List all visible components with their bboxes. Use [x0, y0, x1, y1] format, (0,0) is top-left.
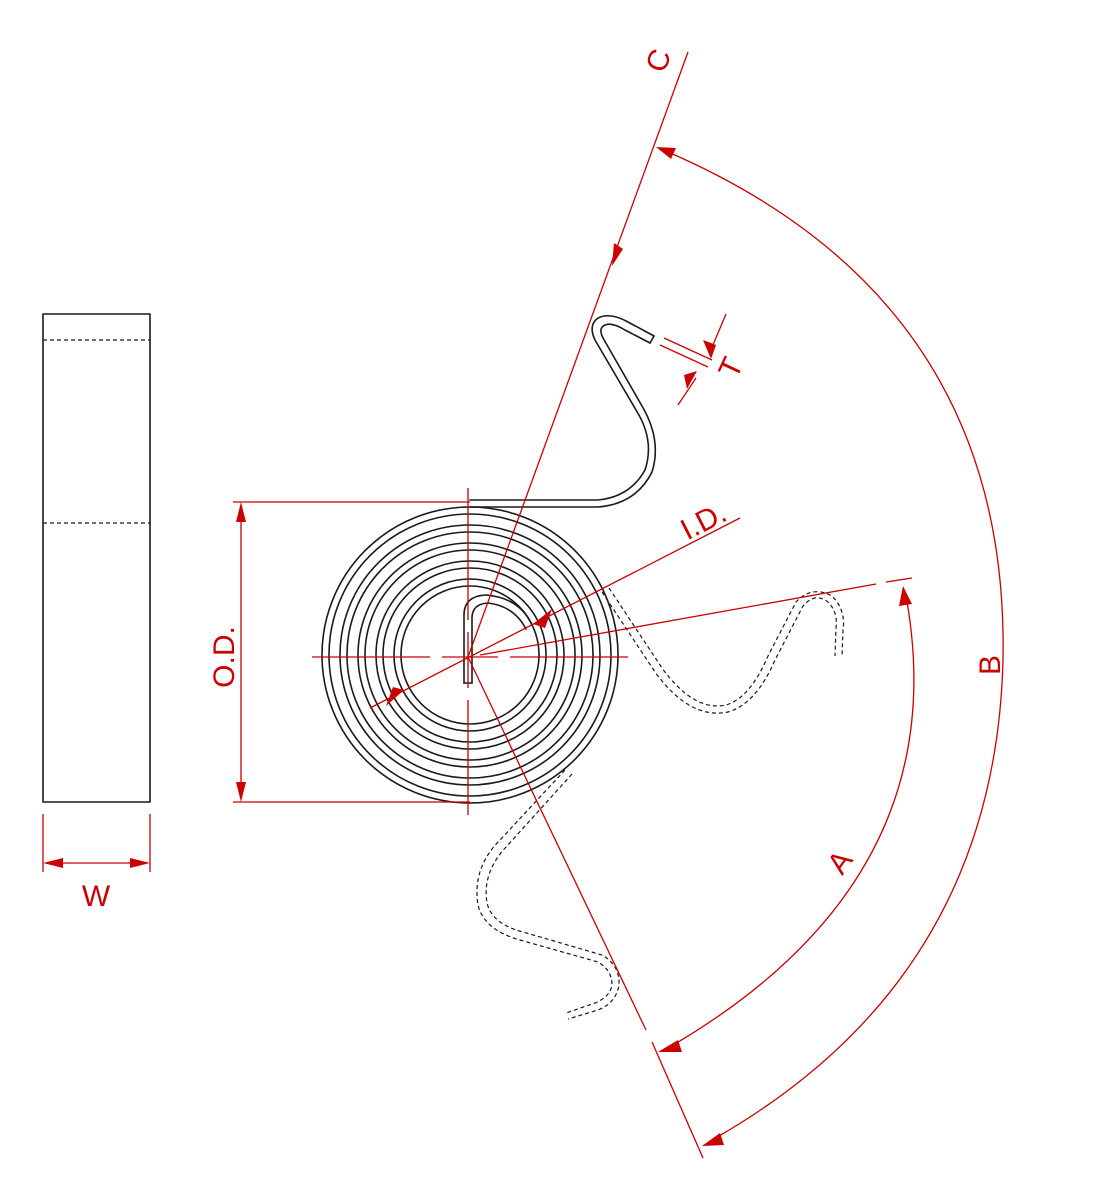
side-view	[42, 313, 151, 803]
c-reference-line	[467, 51, 689, 658]
b-arrow-bottom	[702, 1133, 724, 1146]
t-arrow-top	[703, 340, 716, 359]
t-arrow-bottom	[684, 371, 697, 389]
b-dimension: B	[656, 147, 1007, 1146]
t-extension-a	[663, 337, 713, 361]
coil-turn	[364, 549, 576, 761]
coil-turn-inner	[393, 578, 547, 732]
phantom-tails	[476, 587, 845, 1020]
t-dimension: T	[659, 313, 751, 406]
od-arrow-top	[236, 502, 246, 522]
phantom-tail-a-outer	[601, 591, 837, 714]
coil-turn	[382, 567, 558, 743]
od-dimension: O.D.	[208, 501, 470, 803]
w-label: W	[82, 880, 111, 913]
coil-turn-innermost	[400, 585, 540, 725]
od-label: O.D.	[208, 626, 241, 688]
b-label: B	[974, 655, 1007, 675]
angle-reference-lines	[467, 577, 913, 1159]
w-dimension: W	[42, 814, 151, 913]
coil-turn	[339, 524, 601, 786]
inner-hook-inner	[471, 602, 527, 684]
c-arrow	[612, 243, 623, 266]
phantom-tail-a-inner	[608, 587, 845, 707]
b-arrow-top	[656, 147, 676, 159]
id-arrow-outer	[533, 609, 552, 628]
coil-turn	[357, 542, 583, 768]
w-arrow-right	[130, 858, 150, 868]
t-extension-b	[659, 344, 709, 368]
outer-tail-outer	[469, 314, 655, 501]
t-leader-bottom	[677, 377, 697, 406]
a-arrow-top	[899, 586, 912, 606]
inner-hook-outer	[463, 594, 533, 684]
side-view-outline	[42, 313, 151, 803]
c-label: C	[640, 45, 678, 77]
a-label: A	[821, 845, 859, 881]
coil-turn	[328, 513, 612, 797]
a-arrow-bottom	[658, 1040, 682, 1052]
od-arrow-bottom	[236, 782, 246, 802]
outer-tail-inner	[469, 323, 657, 508]
coil-turn-outer	[321, 506, 619, 804]
coil-turn	[375, 560, 565, 750]
a-arc	[667, 595, 915, 1049]
t-label: T	[713, 353, 751, 384]
spiral-coil	[321, 314, 657, 804]
wound-position-reference-tick	[651, 1041, 704, 1159]
free-position-reference-tick	[885, 577, 913, 583]
id-label: I.D.	[675, 496, 732, 547]
a-dimension: A	[658, 586, 915, 1052]
phantom-tail-b-inner	[485, 773, 620, 1020]
b-arc	[667, 151, 1004, 1141]
free-position-reference-line	[479, 583, 877, 656]
wound-position-reference-line	[467, 656, 647, 1031]
phantom-tail-b-outer	[476, 769, 613, 1014]
coil-turn	[346, 531, 594, 779]
id-leader-line	[369, 517, 741, 709]
outer-tail-end	[649, 335, 655, 344]
id-arrow-inner	[386, 687, 404, 706]
w-arrow-left	[43, 858, 63, 868]
